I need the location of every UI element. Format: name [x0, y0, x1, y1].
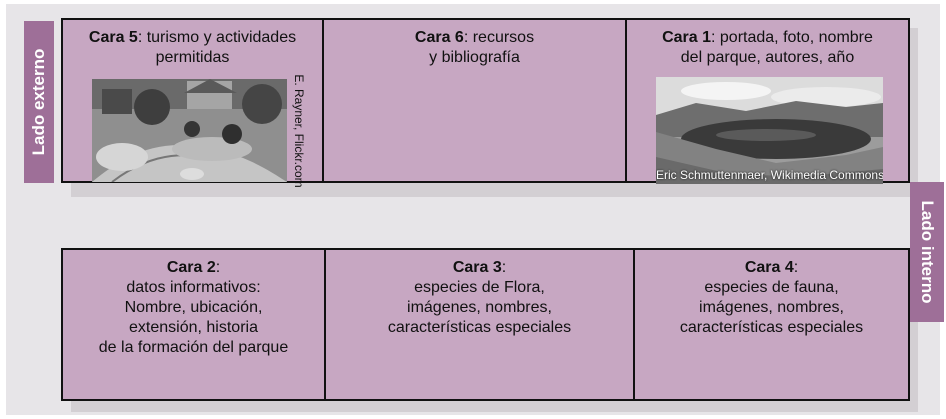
face-2-text-4: extensión, historia: [129, 319, 258, 336]
face-3-text-4: características especiales: [387, 319, 572, 336]
face-5-text-1: : turismo y actividades: [137, 29, 297, 46]
face-6-text-1: : recursos: [463, 29, 535, 46]
face-5-caption: Cara 5: turismo y actividades permitidas: [63, 28, 322, 68]
face-4-text-1: :: [793, 259, 799, 276]
face-5-title: Cara 5: [88, 29, 138, 46]
tab-inner-side: Lado interno: [910, 182, 944, 322]
face-1-text-1: : portada, foto, nombre: [711, 29, 873, 46]
garden-photo-credit-text: E. Rayner, Flickr.com: [292, 73, 306, 188]
tab-outer-label: Lado externo: [29, 48, 48, 156]
face-4-caption: Cara 4: especies de fauna, imágenes, nom…: [635, 258, 908, 338]
face-1-title: Cara 1: [662, 29, 712, 46]
face-3-text-2: especies de Flora,: [414, 279, 545, 296]
garden-photo: [92, 79, 287, 182]
face-2-cell: Cara 2: datos informativos: Nombre, ubic…: [63, 250, 326, 399]
face-6-caption: Cara 6: recursos y bibliografía: [324, 28, 625, 68]
face-4-text-4: características especiales: [679, 319, 864, 336]
face-2-text-3: Nombre, ubicación,: [124, 299, 263, 316]
face-5-text-2: permitidas: [155, 49, 230, 66]
face-3-text-3: imágenes, nombres,: [407, 299, 552, 316]
lake-photo-image: [656, 77, 883, 184]
face-1-cell: Cara 1: portada, foto, nombre del parque…: [627, 20, 908, 181]
face-6-cell: Cara 6: recursos y bibliografía: [324, 20, 627, 181]
face-3-text-1: :: [501, 259, 507, 276]
face-5-cell: Cara 5: turismo y actividades permitidas: [63, 20, 324, 181]
face-6-text-2: y bibliografía: [429, 49, 520, 66]
face-4-text-2: especies de fauna,: [704, 279, 839, 296]
lake-photo: Eric Schmuttenmaer, Wikimedia Commons: [656, 77, 883, 184]
face-2-text-2: datos informativos:: [126, 279, 261, 296]
face-1-text-2: del parque, autores, año: [680, 49, 855, 66]
tab-inner-label: Lado interno: [918, 200, 937, 304]
tab-outer-side: Lado externo: [24, 21, 54, 183]
inner-side-panel: Cara 2: datos informativos: Nombre, ubic…: [61, 248, 910, 401]
garden-photo-credit: E. Rayner, Flickr.com: [289, 74, 309, 187]
face-2-text-1: :: [215, 259, 221, 276]
face-2-title: Cara 2: [166, 259, 216, 276]
face-3-caption: Cara 3: especies de Flora, imágenes, nom…: [326, 258, 633, 338]
face-2-caption: Cara 2: datos informativos: Nombre, ubic…: [63, 258, 324, 358]
face-6-title: Cara 6: [414, 29, 464, 46]
face-4-title: Cara 4: [744, 259, 794, 276]
face-3-title: Cara 3: [452, 259, 502, 276]
face-4-cell: Cara 4: especies de fauna, imágenes, nom…: [635, 250, 908, 399]
garden-photo-image: [92, 79, 287, 182]
face-3-cell: Cara 3: especies de Flora, imágenes, nom…: [326, 250, 635, 399]
face-2-text-5: de la formación del parque: [98, 339, 289, 356]
face-4-text-3: imágenes, nombres,: [699, 299, 844, 316]
face-1-caption: Cara 1: portada, foto, nombre del parque…: [627, 28, 908, 68]
lake-photo-credit: Eric Schmuttenmaer, Wikimedia Commons: [656, 168, 883, 182]
